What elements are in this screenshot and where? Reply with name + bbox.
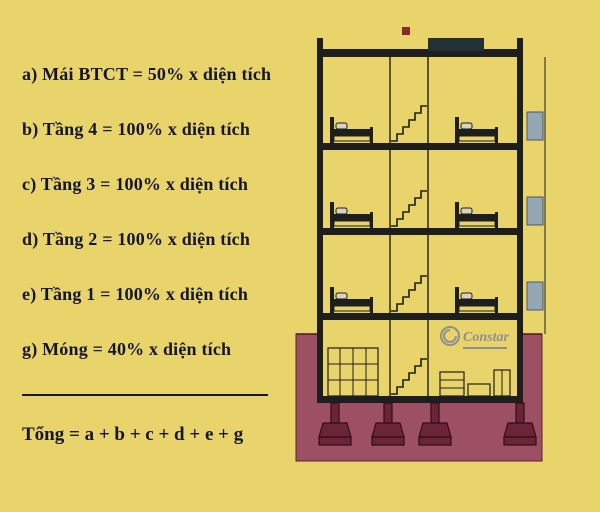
stair-flight <box>391 275 427 312</box>
left-wall <box>317 38 323 403</box>
floor-slabs <box>317 49 523 403</box>
right-wall <box>517 38 523 403</box>
logo-swirl-inner-icon <box>443 329 457 343</box>
footing <box>318 402 352 446</box>
footings <box>318 402 537 446</box>
floor2-slab <box>317 313 523 320</box>
constar-logo: Constar <box>440 326 509 349</box>
facade-windows <box>526 57 546 334</box>
stair-flight <box>391 358 427 395</box>
stair-flight <box>391 190 427 227</box>
roof-slab <box>317 49 523 57</box>
formula-line-floor2: d) Tầng 2 = 100% x diện tích <box>22 229 251 249</box>
stairs <box>391 105 427 395</box>
sum-divider <box>22 394 268 396</box>
formula-line-floor1: e) Tầng 1 = 100% x diện tích <box>22 284 249 304</box>
formula-panel: a) Mái BTCT = 50% x diện tích b) Tầng 4 … <box>22 64 282 446</box>
floor3-slab <box>317 228 523 235</box>
window <box>526 111 544 141</box>
total-formula: Tổng = a + b + c + d + e + g <box>22 424 244 445</box>
ground-slab <box>317 396 523 403</box>
window <box>526 281 544 311</box>
footing <box>418 402 452 446</box>
footing <box>503 402 537 446</box>
floor4-slab <box>317 143 523 150</box>
roof-tank <box>428 38 484 51</box>
window <box>526 196 544 226</box>
logo-wordmark: Constar <box>463 330 509 345</box>
walls <box>317 38 523 403</box>
logo-swirl-icon <box>440 326 460 346</box>
formula-line-floor3: c) Tầng 3 = 100% x diện tích <box>22 174 249 194</box>
stair-shaft <box>389 57 429 396</box>
formula-line-floor4: b) Tầng 4 = 100% x diện tích <box>22 119 251 139</box>
logo-tagline-rule <box>463 347 507 349</box>
building-section-drawing: Constar <box>295 27 546 462</box>
formula-line-roof: a) Mái BTCT = 50% x diện tích <box>22 64 272 84</box>
footing <box>371 402 405 446</box>
formula-line-foundation: g) Móng = 40% x diện tích <box>22 339 232 359</box>
roof-marker <box>402 27 410 35</box>
stair-flight <box>391 105 427 142</box>
